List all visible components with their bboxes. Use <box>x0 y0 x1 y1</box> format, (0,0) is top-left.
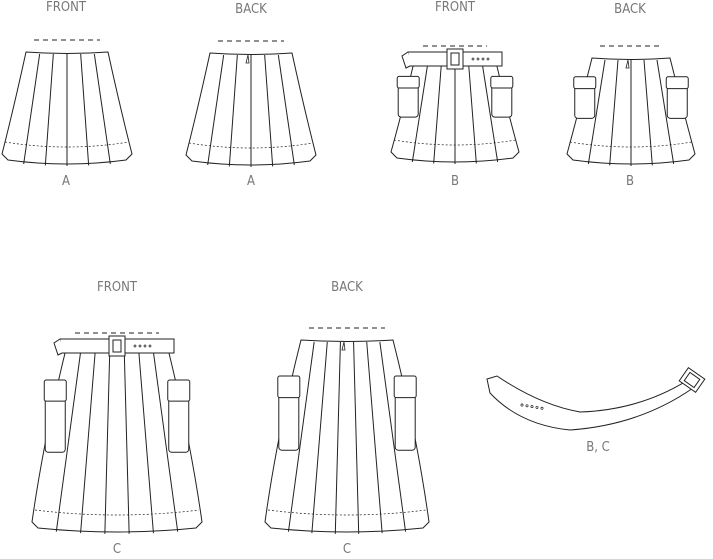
hem-stitching <box>267 509 427 516</box>
heading-b-back: BACK <box>614 2 646 17</box>
belt-buckle-inner <box>683 371 701 389</box>
skirt-c-back <box>264 327 430 534</box>
caption-a-back: A <box>247 174 255 189</box>
heading-c-front: FRONT <box>97 280 137 295</box>
belt-hole <box>133 344 137 348</box>
cargo-pocket-flap <box>393 375 417 399</box>
cargo-pocket-flap <box>665 76 689 90</box>
hem-stitching <box>4 141 130 148</box>
caption-c-back: C <box>342 542 352 557</box>
zipper-pull-icon <box>625 59 630 69</box>
pleat-line <box>366 341 383 534</box>
pleat-line <box>467 59 477 164</box>
belt-hole <box>143 344 147 348</box>
hem-stitching <box>569 141 693 148</box>
zipper-pull-icon <box>245 54 250 64</box>
skirt-c-front <box>31 332 203 534</box>
pleat-line <box>643 59 653 166</box>
pleat-line <box>379 341 407 532</box>
zipper-pull-icon <box>341 341 346 351</box>
hem-stitching <box>188 142 314 149</box>
pleat-line <box>80 53 90 166</box>
heading-c-back: BACK <box>331 280 363 295</box>
cargo-pocket-flap <box>490 75 514 89</box>
belt-buckle <box>108 335 126 357</box>
pleat-line <box>44 53 54 166</box>
belt-buckle-inner <box>450 52 460 66</box>
belt-hole <box>471 57 475 61</box>
pleat-line <box>353 341 360 534</box>
caption-a-front: A <box>62 174 70 189</box>
pleat-line <box>264 54 274 167</box>
pleat-line <box>93 53 111 165</box>
pleat-line <box>609 59 619 166</box>
pleat-line <box>207 54 225 166</box>
skirt-outline <box>264 339 430 533</box>
cargo-pocket-flap <box>43 379 67 402</box>
pleat-line <box>334 341 341 534</box>
belt-hole <box>540 406 544 410</box>
pleat-line <box>80 346 97 534</box>
pleat-line <box>277 54 295 166</box>
heading-b-front: FRONT <box>435 0 475 15</box>
caption-belt: B, C <box>586 440 610 455</box>
caption-c-front: C <box>112 542 122 557</box>
belt-hole <box>535 405 539 409</box>
belt-hole <box>476 57 480 61</box>
belt-hole <box>525 404 529 408</box>
cargo-pocket-flap <box>573 76 597 90</box>
cargo-pocket-flap <box>167 379 191 402</box>
belt-buckle <box>446 48 464 70</box>
pleat-line <box>411 59 429 163</box>
belt-strap <box>486 375 694 431</box>
belt-hole <box>530 405 534 409</box>
pleat-line <box>123 346 130 534</box>
pleat-line <box>656 59 675 165</box>
pleat-line <box>104 346 111 534</box>
hem-stitching <box>34 509 200 516</box>
pleat-line <box>152 346 179 532</box>
pleat-line <box>137 346 154 534</box>
skirt-a-front <box>1 39 133 166</box>
belt-tail <box>401 51 411 69</box>
belt-buckle-inner <box>112 339 122 353</box>
belt-buckle <box>678 367 706 393</box>
skirt-a-back <box>185 40 317 167</box>
pleat-line <box>433 59 443 164</box>
belt-hole <box>486 57 490 61</box>
belt-tail <box>53 338 63 356</box>
heading-a-back: BACK <box>235 2 267 17</box>
belt-piece <box>486 367 706 431</box>
pleat-line <box>23 53 41 165</box>
pleat-line <box>587 59 606 165</box>
pleat-line <box>311 341 328 534</box>
cargo-pocket-flap <box>396 75 420 89</box>
skirt-b-front <box>390 45 520 164</box>
caption-b-back: B <box>625 174 635 189</box>
pleat-line <box>287 341 315 532</box>
heading-a-front: FRONT <box>46 0 86 15</box>
pleat-line <box>55 346 82 532</box>
caption-b-front: B <box>450 174 460 189</box>
cargo-pocket-flap <box>277 375 301 399</box>
hem-stitching <box>393 139 517 146</box>
pleat-line <box>228 54 238 167</box>
belt-hole <box>148 344 152 348</box>
skirt-b-back <box>566 45 696 166</box>
belt-hole <box>481 57 485 61</box>
belt-hole <box>520 403 524 407</box>
belt-hole <box>138 344 142 348</box>
pleat-line <box>481 59 499 163</box>
